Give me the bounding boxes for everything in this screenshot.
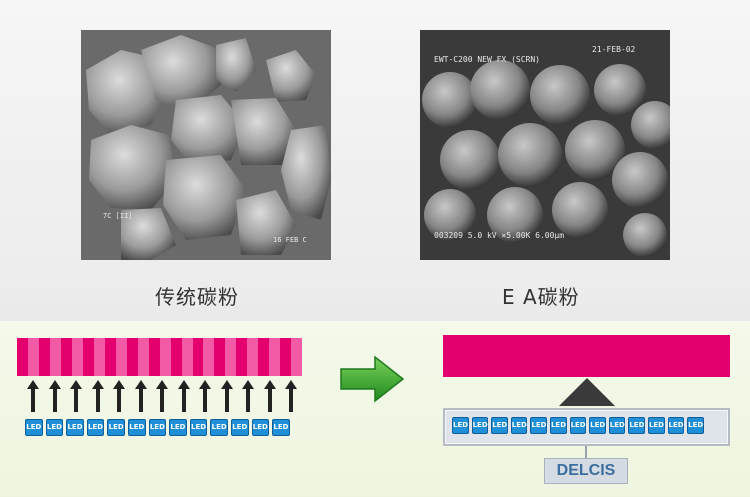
up-arrow-icon [220,380,234,412]
sem-image-traditional: 7C [II] 16 FEB C [81,30,331,260]
led-chip: LED [272,419,290,436]
up-arrow-icon [48,380,62,412]
sem-left-label-top: 7C [II] [103,212,133,220]
sem-right-footer: 003209 5.0 kV ×5.00K 6.00μm [434,231,564,240]
up-arrow-icon [69,380,83,412]
up-arrow-icon [177,380,191,412]
led-chip: LED [107,419,125,436]
sem-photo-ea-toner: EWT-C200 NEW FX (SCRN) 21-FEB-02 003209 … [420,30,670,260]
stripe-segment [291,338,303,376]
led-chip: LED [452,417,469,434]
led-chip: LED [230,419,249,436]
up-arrow-icon [198,380,212,412]
up-arrow-icon [112,380,126,412]
stripe-segment [60,338,72,376]
stripe-segment [104,338,116,376]
stripe-segment [38,338,50,376]
lens-prism-icon [559,378,615,406]
stripe-segment [115,338,127,376]
led-chip: LED [608,417,626,434]
caption-ea-toner: E A碳粉 [502,285,580,309]
stripe-segment [27,338,39,376]
up-arrow-icon [134,380,148,412]
stripe-segment [225,338,237,376]
stripe-segment [82,338,94,376]
stripe-segment [181,338,193,376]
up-arrow-icon [26,380,40,412]
sem-right-header-left: EWT-C200 NEW FX (SCRN) [434,55,540,64]
uniform-exposure-bar [443,335,730,377]
uneven-exposure-bar [17,338,303,376]
led-chip: LED [687,417,704,434]
led-chip: LED [589,417,606,434]
sem-left-label-bottom: 16 FEB C [273,236,307,244]
led-chip: LED [569,417,587,434]
led-chip: LED [148,419,167,436]
delcis-label-connector [585,446,587,458]
led-chip: LED [530,417,547,434]
stripe-segment [236,338,248,376]
led-chip: LED [169,419,187,436]
sem-photo-traditional-toner: 7C [II] 16 FEB C [81,30,331,260]
stripe-segment [49,338,61,376]
led-chip: LED [25,419,43,436]
led-chip: LED [127,419,146,436]
stripe-segment [192,338,204,376]
delcis-label: DELCIS [544,458,628,484]
led-chip: LED [251,419,270,436]
led-chip: LED [549,417,567,434]
led-chip: LED [510,417,528,434]
up-arrow-icon [91,380,105,412]
sem-image-ea: EWT-C200 NEW FX (SCRN) 21-FEB-02 003209 … [420,30,670,260]
stripe-segment [214,338,226,376]
green-arrow-icon [340,355,405,403]
led-chip: LED [66,419,84,436]
up-arrow-icon [155,380,169,412]
sem-right-header-right: 21-FEB-02 [592,45,636,54]
stripe-segment [247,338,259,376]
led-chip: LED [471,417,489,434]
led-chip: LED [491,417,508,434]
stripe-segment [71,338,83,376]
stripe-segment [203,338,215,376]
stripe-segment [148,338,160,376]
stripe-segment [170,338,182,376]
caption-traditional-toner: 传统碳粉 [155,285,239,309]
led-chip: LED [628,417,645,434]
led-light-arrows [26,380,298,412]
stripe-segment [258,338,270,376]
stripe-segment [159,338,171,376]
led-chip: LED [45,419,64,436]
stripe-segment [17,338,28,376]
led-chip: LED [647,417,665,434]
up-arrow-icon [284,380,298,412]
stripe-segment [280,338,292,376]
up-arrow-icon [241,380,255,412]
led-chip: LED [210,419,228,436]
stripe-segment [269,338,281,376]
stripe-segment [137,338,149,376]
led-chip: LED [86,419,105,436]
led-chip: LED [189,419,208,436]
up-arrow-icon [263,380,277,412]
stripe-segment [93,338,105,376]
stripe-segment [126,338,138,376]
led-chip: LED [667,417,685,434]
